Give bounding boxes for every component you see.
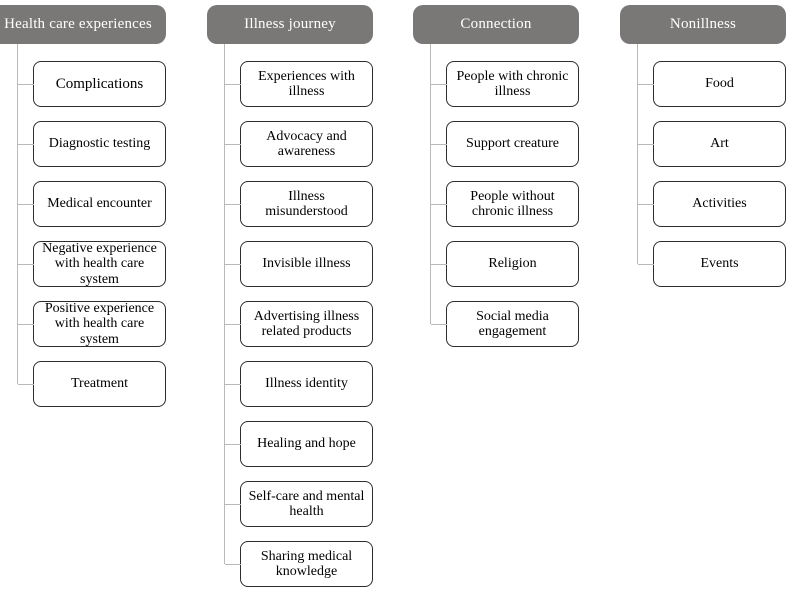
node-advertising-illness-related-products: Advertising illness related products	[225, 301, 373, 347]
connector-line	[430, 44, 431, 324]
category-header-illness-journey: Illness journey	[207, 5, 373, 44]
node-illness-misunderstood: Illness misunderstood	[225, 181, 373, 227]
category-header-connection: Connection	[413, 5, 579, 44]
node-support-creature: Support creature	[431, 121, 579, 167]
node-advocacy-and-awareness: Advocacy and awareness	[225, 121, 373, 167]
node-art: Art	[638, 121, 786, 167]
node-people-with-chronic-illness: People with chronic illness	[431, 61, 579, 107]
node-social-media-engagement: Social media engagement	[431, 301, 579, 347]
node-sharing-medical-knowledge: Sharing medical knowledge	[225, 541, 373, 587]
column-health-care-experiences: Health care experiences Complications Di…	[0, 5, 166, 421]
node-events: Events	[638, 241, 786, 287]
column-illness-journey: Illness journey Experiences with illness…	[207, 5, 373, 591]
node-list: Complications Diagnostic testing Medical…	[18, 61, 166, 407]
node-self-care-and-mental-health: Self-care and mental health	[225, 481, 373, 527]
node-negative-experience-with-health-care-system: Negative experience with health care sys…	[18, 241, 166, 287]
node-illness-identity: Illness identity	[225, 361, 373, 407]
node-diagnostic-testing: Diagnostic testing	[18, 121, 166, 167]
column-nonillness: Nonillness Food Art Activities Events	[620, 5, 786, 301]
connector-line	[224, 44, 225, 564]
column-connection: Connection People with chronic illness S…	[413, 5, 579, 361]
node-religion: Religion	[431, 241, 579, 287]
node-list: Food Art Activities Events	[638, 61, 786, 287]
node-experiences-with-illness: Experiences with illness	[225, 61, 373, 107]
node-invisible-illness: Invisible illness	[225, 241, 373, 287]
node-healing-and-hope: Healing and hope	[225, 421, 373, 467]
node-food: Food	[638, 61, 786, 107]
connector-line	[17, 44, 18, 384]
node-treatment: Treatment	[18, 361, 166, 407]
node-activities: Activities	[638, 181, 786, 227]
category-header-nonillness: Nonillness	[620, 5, 786, 44]
node-complications: Complications	[18, 61, 166, 107]
node-people-without-chronic-illness: People without chronic illness	[431, 181, 579, 227]
node-medical-encounter: Medical encounter	[18, 181, 166, 227]
connector-line	[637, 44, 638, 264]
node-positive-experience-with-health-care-system: Positive experience with health care sys…	[18, 301, 166, 347]
category-header-health-care-experiences: Health care experiences	[0, 5, 166, 44]
node-list: People with chronic illness Support crea…	[431, 61, 579, 347]
node-list: Experiences with illness Advocacy and aw…	[225, 61, 373, 587]
